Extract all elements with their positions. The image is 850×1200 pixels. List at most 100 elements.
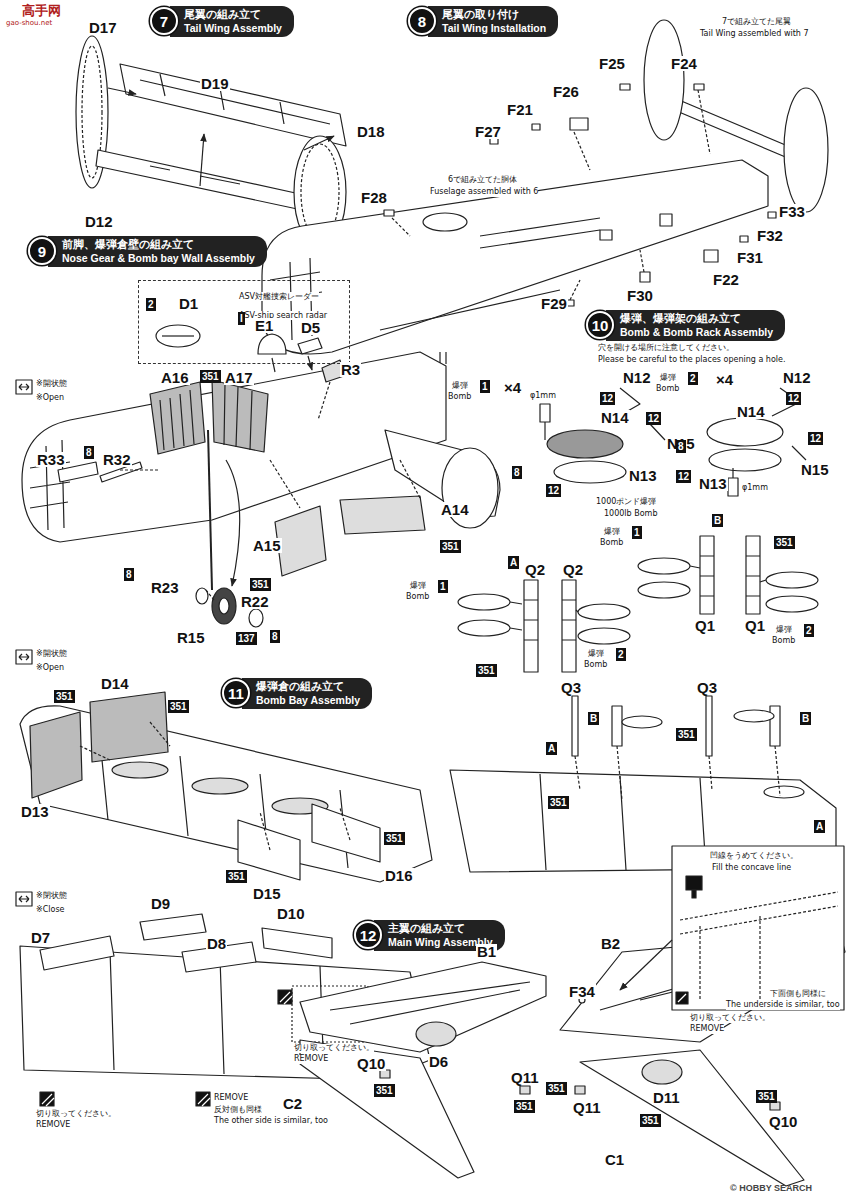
part-number: D11: [652, 1090, 681, 1105]
main-wing-parts-shape: [642, 1060, 682, 1084]
main-wing-parts-shape: [416, 1022, 456, 1046]
note-text: ※Open: [36, 394, 64, 403]
part-number: N14: [736, 404, 766, 419]
paint-callout: 2: [804, 624, 814, 637]
watermark: 高手网: [22, 4, 61, 17]
note-text: Please be careful to the places opening …: [598, 356, 786, 365]
paint-callout: 351: [200, 370, 221, 383]
note-text: The underside is similar, too: [726, 1001, 840, 1010]
part-number: R15: [176, 630, 206, 645]
main-wing-parts: [278, 846, 845, 1186]
open-close-icon-shape: [19, 654, 29, 660]
bomb-bay-open-shape: [90, 692, 168, 762]
quantity: ×4: [716, 372, 733, 387]
bomb-bay-closed-shape: [196, 1092, 210, 1106]
bomb-bay-open-shape: [112, 762, 168, 778]
note-text: ※Close: [36, 906, 65, 915]
part-number: A16: [160, 370, 190, 385]
nose-gear-bomb-bay-wall-shape: [22, 352, 446, 542]
bomb-bay-open-shape: [20, 706, 432, 882]
note-text: ※開状態: [36, 650, 67, 659]
nose-gear-bomb-bay-wall-shape: [298, 338, 322, 354]
nose-gear-bomb-bay-wall-shape: [212, 380, 268, 452]
paint-callout: 8: [512, 466, 522, 479]
part-number: N15: [800, 462, 830, 477]
part-number: B2: [600, 936, 621, 951]
bomb-bay-racks-shape: [450, 770, 836, 872]
fuselage-tail-installation-shape: [768, 212, 776, 218]
paint-callout: 351: [226, 870, 247, 883]
quantity: ×4: [504, 380, 521, 395]
nose-gear-bomb-bay-wall-shape: [30, 440, 70, 530]
nose-gear-bomb-bay-wall-shape: [272, 356, 312, 372]
part-number: C2: [282, 1096, 303, 1111]
main-wing-parts-shape: [300, 962, 546, 1052]
part-number: Q2: [562, 562, 584, 577]
note-text: 穴を開ける場所に注意してください。: [598, 344, 734, 353]
part-number: D1: [178, 296, 199, 311]
bomb-bay-racks-shape: [572, 696, 578, 756]
tail-wing-parts-shape: [200, 134, 204, 186]
fuselage-tail-installation-shape: [784, 88, 828, 212]
main-wing-parts-shape: [575, 1086, 585, 1094]
fuselage-tail-installation-shape: [660, 214, 672, 226]
main-wing-parts-shape: [278, 990, 292, 1004]
fuselage-tail-installation-shape: [570, 118, 588, 130]
nose-gear-bomb-bay-wall-shape: [340, 496, 425, 534]
tail-wing-parts-shape: [120, 64, 346, 146]
step-title-ja: 尾翼の組み立て: [184, 8, 282, 22]
part-number: Q11: [510, 1070, 540, 1085]
fuselage-tail-installation-shape: [620, 84, 630, 90]
bomb-assembly-shape: [732, 468, 733, 478]
bomb-bay-closed-shape: [140, 914, 206, 940]
paint-callout: B: [588, 712, 599, 725]
bomb-bay-racks-shape: [622, 716, 662, 728]
paint-callout: 8: [676, 440, 686, 453]
tail-wing-parts-shape: [304, 136, 334, 150]
tail-wing-parts-shape: [96, 150, 302, 210]
part-number: D12: [84, 214, 114, 229]
note-text: Bomb: [584, 661, 607, 670]
note-text: φ1mm: [742, 484, 768, 493]
fuselage-tail-installation-shape: [532, 124, 540, 130]
main-wing-parts-shape: [692, 890, 696, 898]
part-number: N13: [698, 476, 728, 491]
paint-callout: 351: [168, 700, 189, 713]
step-header: 11爆弾倉の組み立てBomb Bay Assembly: [222, 678, 372, 709]
paint-callout: 12: [786, 392, 801, 405]
part-number: D6: [428, 1054, 449, 1069]
part-number: Q3: [696, 680, 718, 695]
part-number: R23: [150, 580, 180, 595]
note-text: 1000lb Bomb: [604, 510, 657, 519]
main-wing-parts-shape: [686, 876, 702, 890]
bomb-bay-racks-shape: [575, 746, 780, 800]
bomb-assembly-shape: [709, 449, 781, 471]
part-number: D8: [206, 936, 227, 951]
part-number: E1: [254, 318, 274, 333]
step-title-en: Tail Wing Installation: [442, 22, 546, 35]
part-number: F27: [474, 124, 502, 139]
part-number: C1: [604, 1152, 625, 1167]
open-close-icon-shape: [19, 896, 29, 902]
paint-callout: 351: [774, 536, 795, 549]
part-number: D9: [150, 896, 171, 911]
paint-callout: 351: [546, 1082, 567, 1095]
paint-callout: 1: [480, 380, 490, 393]
note-text: Bomb: [772, 637, 795, 646]
fuselage-tail-installation-shape: [704, 250, 718, 262]
note-text: 凹線をうめてください。: [710, 852, 798, 861]
part-number: Q10: [356, 1056, 386, 1071]
note-text: Bomb: [448, 393, 471, 402]
part-number: Q2: [524, 562, 546, 577]
bomb-bay-racks-shape: [734, 710, 774, 722]
note-text: The other side is similar, too: [214, 1117, 328, 1126]
watermark: © HOBBY SEARCH: [730, 1184, 812, 1193]
fuselage-tail-installation-shape: [392, 90, 710, 300]
part-number: F33: [778, 204, 806, 219]
fuselage-tail-installation-shape: [423, 213, 467, 231]
step-title-ja: 爆弾、爆弾架の組み立て: [620, 312, 773, 326]
note-text: Fill the concave line: [712, 864, 791, 873]
part-number: B1: [476, 944, 497, 959]
note-text: ※Open: [36, 664, 64, 673]
note-text: Bomb: [406, 593, 429, 602]
